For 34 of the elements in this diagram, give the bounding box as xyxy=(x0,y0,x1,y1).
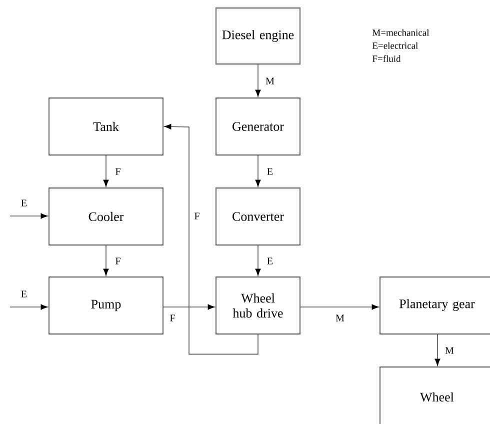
legend-text: F=fluid xyxy=(372,55,401,62)
process-box: Generator xyxy=(216,98,300,156)
edge-label: E xyxy=(20,198,28,208)
edge-label: F xyxy=(193,212,201,220)
process-box: Planetary gear xyxy=(380,276,490,334)
edge-label: F xyxy=(114,167,122,176)
process-box: Converter xyxy=(216,188,300,246)
process-box: Wheel xyxy=(380,366,490,424)
arrow xyxy=(162,304,215,310)
process-box: Wheel hub drive xyxy=(216,276,300,334)
arrow xyxy=(10,304,48,310)
arrow xyxy=(255,154,261,187)
arrow xyxy=(103,154,109,187)
edge-label: E xyxy=(266,256,274,266)
edge-label: M xyxy=(334,314,346,322)
arrow xyxy=(164,124,258,355)
process-box: Diesel engine xyxy=(216,8,300,64)
edge-label: M xyxy=(444,346,455,355)
legend-text: M=mechanical xyxy=(372,29,430,36)
legend-text: E=electrical xyxy=(372,42,418,49)
arrow xyxy=(255,244,261,276)
process-box: Pump xyxy=(48,276,164,334)
arrow xyxy=(255,64,261,97)
arrow xyxy=(434,334,440,366)
arrow xyxy=(103,244,109,276)
process-box: Tank xyxy=(48,98,164,156)
arrow xyxy=(300,304,379,310)
edge-label: F xyxy=(114,256,122,266)
edge-label: M xyxy=(264,76,276,86)
edge-label: F xyxy=(168,314,176,322)
arrow xyxy=(10,213,48,219)
edge-label: E xyxy=(266,167,274,176)
edge-label: E xyxy=(20,290,28,298)
process-box: Cooler xyxy=(48,188,164,246)
